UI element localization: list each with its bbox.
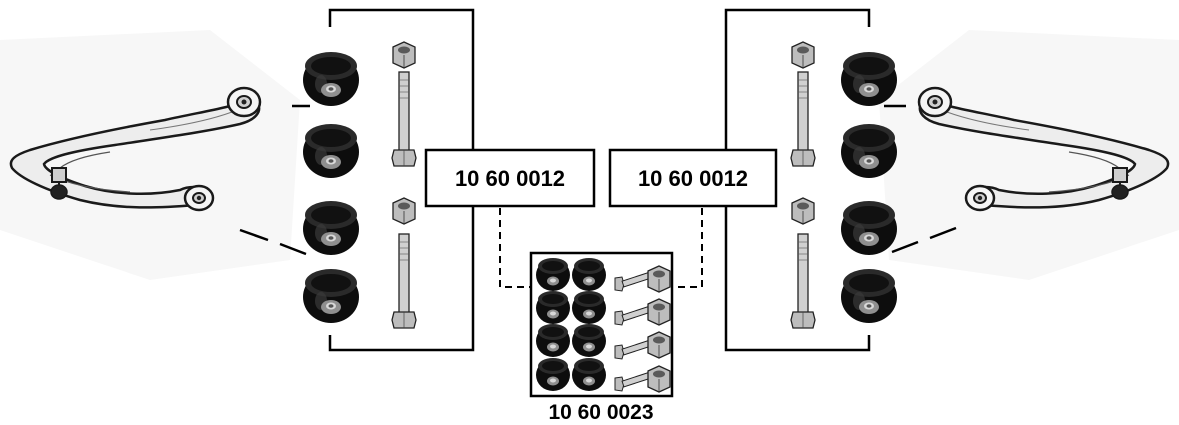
nut-icon (647, 331, 671, 359)
connector-lines (884, 104, 957, 254)
bushing-icon (303, 269, 359, 323)
bushing-icon (536, 258, 570, 291)
bushing-icon (841, 52, 897, 106)
dashed-connector (499, 208, 703, 288)
nut-icon (647, 298, 671, 326)
nut-icon (647, 365, 671, 393)
right-kit-label-box: 10 60 0012 (608, 148, 778, 208)
nut-icon (392, 41, 416, 69)
right-kit-number: 10 60 0012 (638, 166, 748, 191)
bushing-icon (572, 358, 606, 391)
bushing-icon (572, 291, 606, 324)
bushing-icon (303, 124, 359, 178)
bushing-icon (572, 258, 606, 291)
bushing-icon (536, 358, 570, 391)
bushing-icon (536, 291, 570, 324)
nut-icon (392, 197, 416, 225)
nut-icon (791, 197, 815, 225)
connector-lines (239, 104, 310, 256)
right-kit-bracket (724, 8, 871, 352)
nut-icon (647, 265, 671, 293)
bushing-icon (841, 124, 897, 178)
bolt-icon (790, 71, 816, 167)
bolt-icon (391, 71, 417, 167)
left-kit-number: 10 60 0012 (455, 166, 565, 191)
bushing-icon (841, 269, 897, 323)
left-kit-label-box: 10 60 0012 (424, 148, 596, 208)
bushing-icon (303, 52, 359, 106)
bolt-icon (790, 233, 816, 329)
bolt-icon (391, 233, 417, 329)
combined-kit-number: 10 60 0023 (548, 401, 653, 424)
bushing-icon (572, 324, 606, 357)
left-kit-bracket (328, 8, 475, 352)
bushing-icon (841, 201, 897, 255)
nut-icon (791, 41, 815, 69)
bushing-icon (536, 324, 570, 357)
bushing-icon (303, 201, 359, 255)
